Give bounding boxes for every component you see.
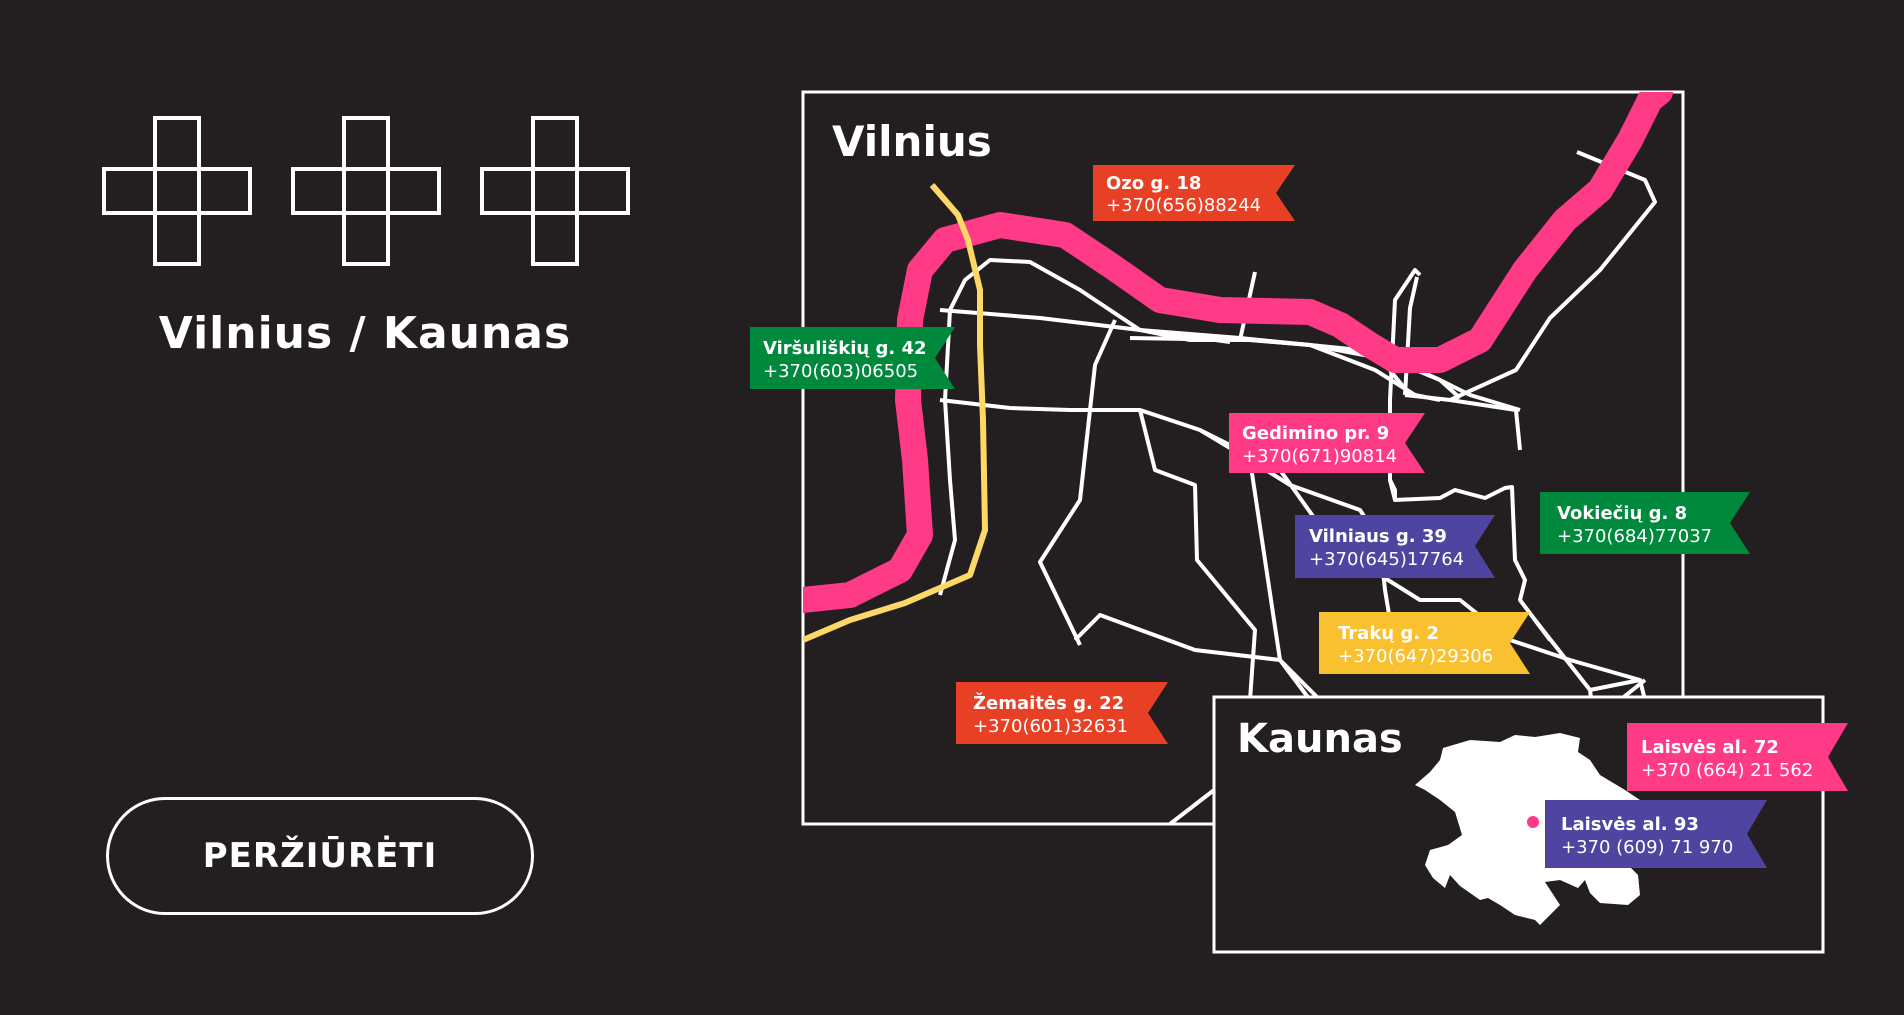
tag-phone: +370(601)32631 [973, 716, 1128, 737]
tag-street: Trakų g. 2 [1338, 623, 1439, 644]
tag-phone: +370 (664) 21 562 [1641, 760, 1813, 781]
cities-subtitle: Vilnius / Kaunas [158, 308, 572, 359]
cross-icon [291, 116, 441, 266]
tag-street: Laisvės al. 93 [1561, 814, 1699, 835]
kaunas-tag-laisves-93[interactable]: Laisvės al. 93 +370 (609) 71 970 [1545, 800, 1767, 868]
cross-icon [480, 116, 630, 266]
tag-phone: +370(603)06505 [763, 361, 918, 382]
tag-street: Vokiečių g. 8 [1557, 503, 1687, 524]
tag-street: Ozo g. 18 [1106, 173, 1201, 194]
vilnius-tag-virsuliskiu[interactable]: Viršuliškių g. 42 +370(603)06505 [750, 327, 955, 389]
vilnius-map-title: Vilnius [832, 117, 992, 166]
tag-street: Vilniaus g. 39 [1309, 526, 1447, 547]
view-button[interactable]: PERŽIŪRĖTI [106, 797, 534, 915]
kaunas-map-title: Kaunas [1237, 716, 1403, 762]
tag-phone: +370(647)29306 [1338, 646, 1493, 667]
vilnius-railway [803, 183, 988, 643]
vilnius-tag-ozo[interactable]: Ozo g. 18 +370(656)88244 [1093, 165, 1295, 221]
tag-phone: +370(671)90814 [1242, 446, 1397, 467]
vilnius-tag-vilniaus[interactable]: Vilniaus g. 39 +370(645)17764 [1295, 515, 1495, 578]
vilnius-tag-zemaites[interactable]: Žemaitės g. 22 +370(601)32631 [956, 682, 1168, 744]
kaunas-location-dot [1527, 816, 1539, 828]
tag-phone: +370(645)17764 [1309, 549, 1464, 570]
tag-phone: +370 (609) 71 970 [1561, 837, 1733, 858]
kaunas-tag-laisves-72[interactable]: Laisvės al. 72 +370 (664) 21 562 [1627, 723, 1848, 791]
vilnius-tag-traku[interactable]: Trakų g. 2 +370(647)29306 [1319, 612, 1530, 674]
tag-phone: +370(656)88244 [1106, 195, 1261, 216]
tag-street: Laisvės al. 72 [1641, 737, 1779, 758]
tag-street: Gedimino pr. 9 [1242, 423, 1389, 444]
vilnius-tag-vokieciu[interactable]: Vokiečių g. 8 +370(684)77037 [1540, 492, 1750, 554]
kaunas-city-shape [1415, 733, 1665, 925]
vilnius-map: Vilnius [801, 90, 1685, 826]
crosses-logo [102, 116, 630, 266]
tag-street: Žemaitės g. 22 [973, 692, 1124, 714]
tag-phone: +370(684)77037 [1557, 526, 1712, 547]
tag-street: Viršuliškių g. 42 [763, 338, 927, 359]
vilnius-river [803, 92, 1673, 613]
cross-icon [102, 116, 252, 266]
vilnius-tag-gedimino[interactable]: Gedimino pr. 9 +370(671)90814 [1229, 413, 1425, 473]
